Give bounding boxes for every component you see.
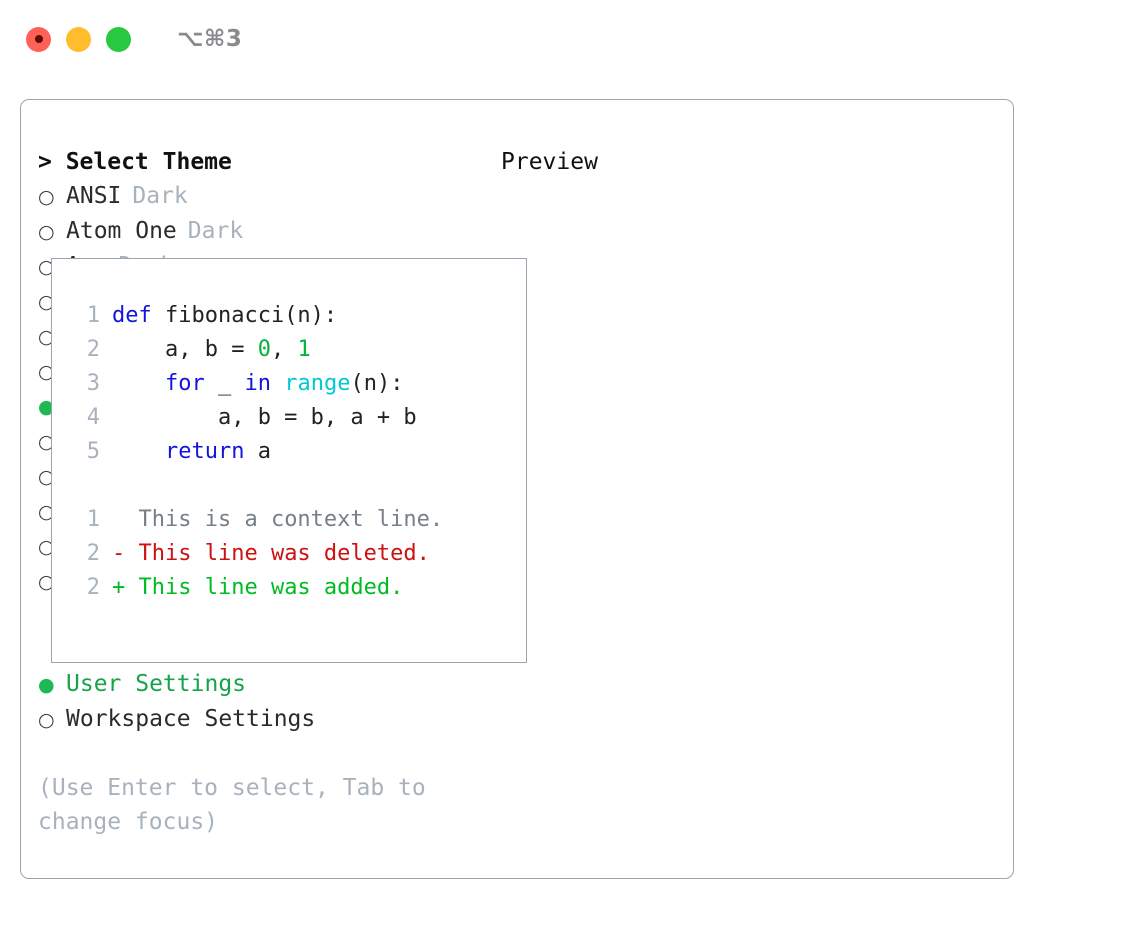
radio-selected-icon: ● [38, 396, 55, 418]
code-token-num: 0 [257, 337, 271, 362]
diff-text: This is a context line. [125, 507, 444, 532]
code-text: return a [112, 435, 271, 469]
code-token-plain: (n): [350, 371, 404, 396]
apply-to-list[interactable]: ● User Settings ○ Workspace Settings [38, 667, 488, 737]
radio-empty-icon: ○ [38, 466, 55, 488]
radio-empty-icon: ○ [38, 501, 55, 523]
line-number: 2 [86, 575, 100, 600]
radio-empty-icon: ○ [38, 536, 55, 558]
preview-heading: Preview [501, 149, 598, 175]
code-text: def fibonacci(n): [112, 299, 337, 333]
code-token-kw: return [164, 439, 245, 464]
diff-line-ctx: 1 This is a context line. [66, 503, 526, 537]
theme-item-variant: Dark [132, 183, 188, 209]
theme-item-variant: Dark [187, 218, 244, 244]
code-line: 5 return a [66, 435, 526, 469]
theme-item-label: Atom One [66, 218, 177, 244]
code-token-kw: in [244, 371, 271, 396]
theme-item-label: ANSI [66, 183, 122, 209]
radio-empty-icon: ○ [38, 709, 55, 731]
diff-line-add: 2 + This line was added. [66, 571, 526, 605]
code-token-plain [112, 371, 165, 396]
maximize-button[interactable] [106, 26, 131, 52]
code-token-plain [112, 439, 165, 464]
diff-marker [112, 503, 125, 537]
window-titlebar: ⌥⌘3 [0, 0, 1140, 78]
diff-marker: + [112, 575, 126, 600]
code-line: 3 for _ in range(n): [66, 367, 526, 401]
code-text: a, b = 0, 1 [112, 333, 311, 367]
radio-empty-icon: ○ [38, 256, 55, 278]
close-button[interactable] [26, 26, 51, 52]
code-token-plain [271, 371, 284, 396]
radio-empty-icon: ○ [38, 571, 55, 593]
code-diff-separator [66, 469, 526, 503]
code-token-plain: a [244, 439, 271, 464]
line-number: 2 [86, 541, 100, 566]
window-controls [26, 26, 131, 52]
code-token-plain: a, b = b, a + b [112, 405, 417, 430]
diff-lines: 1 This is a context line.2- This line wa… [66, 503, 526, 605]
line-number: 5 [86, 439, 100, 464]
code-token-plain: fibonacci(n): [164, 303, 338, 328]
radio-empty-icon: ○ [38, 186, 55, 208]
minimize-button[interactable] [66, 26, 91, 52]
radio-empty-icon: ○ [38, 361, 55, 383]
code-token-num: 1 [297, 337, 311, 362]
radio-selected-icon: ● [38, 674, 55, 696]
radio-empty-icon: ○ [38, 326, 55, 348]
diff-line-del: 2- This line was deleted. [66, 537, 526, 571]
keyboard-shortcut-label: ⌥⌘3 [177, 26, 243, 52]
diff-text: This line was deleted. [125, 541, 430, 566]
line-number: 3 [86, 371, 100, 396]
code-token-plain: , [270, 337, 298, 362]
keyboard-hint-text: (Use Enter to select, Tab to change focu… [38, 775, 440, 835]
code-text: for _ in range(n): [112, 367, 403, 401]
radio-empty-icon: ○ [38, 291, 55, 313]
apply-to-option-user-settings[interactable]: ● User Settings [38, 667, 488, 702]
code-token-kw: def [112, 303, 165, 328]
apply-to-option-label: User Settings [66, 671, 247, 697]
code-line: 2 a, b = 0, 1 [66, 333, 526, 367]
radio-empty-icon: ○ [38, 431, 55, 453]
code-line: 4 a, b = b, a + b [66, 401, 526, 435]
diff-marker: - [112, 541, 126, 566]
code-token-plain: a, b = [112, 337, 258, 362]
line-number: 1 [86, 507, 100, 532]
code-token-kw: for [164, 371, 205, 396]
code-text: a, b = b, a + b [112, 401, 417, 435]
theme-item-atom-one[interactable]: ○ Atom One Dark [38, 214, 488, 249]
radio-empty-icon: ○ [38, 221, 55, 243]
code-token-plain: _ [204, 371, 245, 396]
apply-to-option-label: Workspace Settings [66, 706, 316, 732]
line-number: 1 [86, 303, 100, 328]
code-token-fn: range [284, 371, 351, 396]
line-number: 4 [86, 405, 100, 430]
code-line: 1 def fibonacci(n): [66, 299, 526, 333]
preview-panel: Preview [501, 145, 996, 179]
theme-item-ansi[interactable]: ○ ANSI Dark [38, 179, 488, 214]
line-number: 2 [86, 337, 100, 362]
diff-text: This line was added. [125, 575, 404, 600]
select-theme-heading: > Select Theme [38, 149, 232, 175]
apply-to-option-workspace-settings[interactable]: ○ Workspace Settings [38, 702, 488, 737]
recording-dot-icon [34, 35, 43, 43]
